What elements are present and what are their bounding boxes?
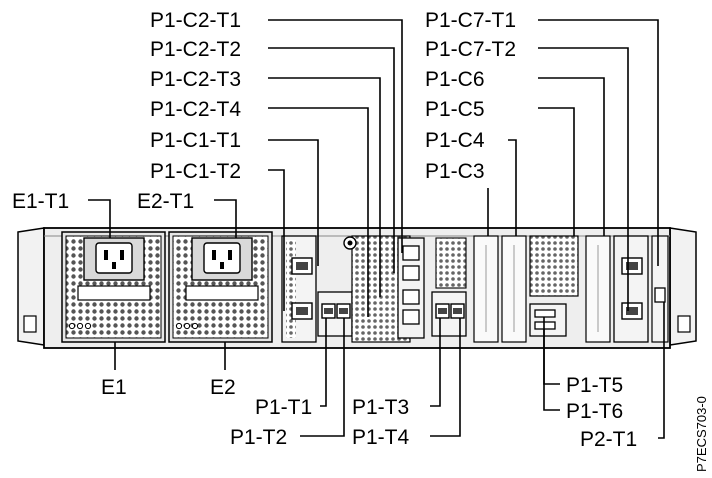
label-p1-c2-t1: P1-C2-T1 <box>150 9 241 32</box>
port-p2-t1 <box>654 287 666 303</box>
slot-c7 <box>613 235 649 343</box>
label-p1-c4: P1-C4 <box>425 129 485 152</box>
slot-c5 <box>529 235 579 297</box>
label-p1-t1: P1-T1 <box>255 396 312 419</box>
e1-handle <box>77 285 151 301</box>
port-p2-t1-area <box>651 235 669 343</box>
label-p1-c1-t2: P1-C1-T2 <box>150 160 241 183</box>
slot-c2 <box>397 237 425 339</box>
system-ports-right <box>431 291 467 337</box>
pcie-slots <box>473 235 611 343</box>
usb-ports <box>529 303 567 337</box>
power-supply-e2 <box>168 231 273 343</box>
label-p1-c3: P1-C3 <box>425 160 485 183</box>
label-p1-c7-t2: P1-C7-T2 <box>425 38 516 61</box>
label-p1-t4: P1-T4 <box>352 426 410 449</box>
figure-id: P7ECS703-0 <box>694 396 709 472</box>
label-p1-c5: P1-C5 <box>425 98 485 121</box>
label-p2-t1: P2-T1 <box>580 428 637 451</box>
port-p1-t5 <box>534 309 556 318</box>
right-ear-slot <box>677 315 691 333</box>
port-p1-c2-t3 <box>402 289 420 305</box>
label-e1: E1 <box>101 376 127 399</box>
label-p1-c6: P1-C6 <box>425 68 485 91</box>
label-e2: E2 <box>210 376 236 399</box>
label-p1-t5: P1-T5 <box>566 374 623 397</box>
power-supply-e1 <box>61 231 166 343</box>
slot-c1 <box>281 235 317 343</box>
label-p1-t6: P1-T6 <box>566 400 623 423</box>
port-p1-c2-t1 <box>402 245 420 261</box>
label-p1-c7-t1: P1-C7-T1 <box>425 9 516 32</box>
label-p1-c2-t3: P1-C2-T3 <box>150 68 241 91</box>
label-e2-t1: E2-T1 <box>137 190 194 213</box>
label-e1-t1: E1-T1 <box>12 190 69 213</box>
label-p1-t2: P1-T2 <box>230 426 287 449</box>
system-ports-left <box>317 291 353 337</box>
grill-between-slots <box>435 237 467 289</box>
left-ear-slot <box>23 315 37 333</box>
callout-labels: P1-C2-T1 P1-C2-T2 P1-C2-T3 P1-C2-T4 P1-C… <box>12 9 709 472</box>
label-p1-c2-t4: P1-C2-T4 <box>150 98 241 121</box>
leader-lines <box>88 19 665 439</box>
label-p1-t3: P1-T3 <box>352 396 409 419</box>
label-p1-c1-t1: P1-C1-T1 <box>150 129 241 152</box>
port-p1-c2-t4 <box>402 309 420 325</box>
e2-handle <box>185 285 259 301</box>
port-p1-t6 <box>534 321 556 330</box>
label-p1-c2-t2: P1-C2-T2 <box>150 38 241 61</box>
chassis <box>17 227 697 349</box>
port-p1-c2-t2 <box>402 265 420 281</box>
